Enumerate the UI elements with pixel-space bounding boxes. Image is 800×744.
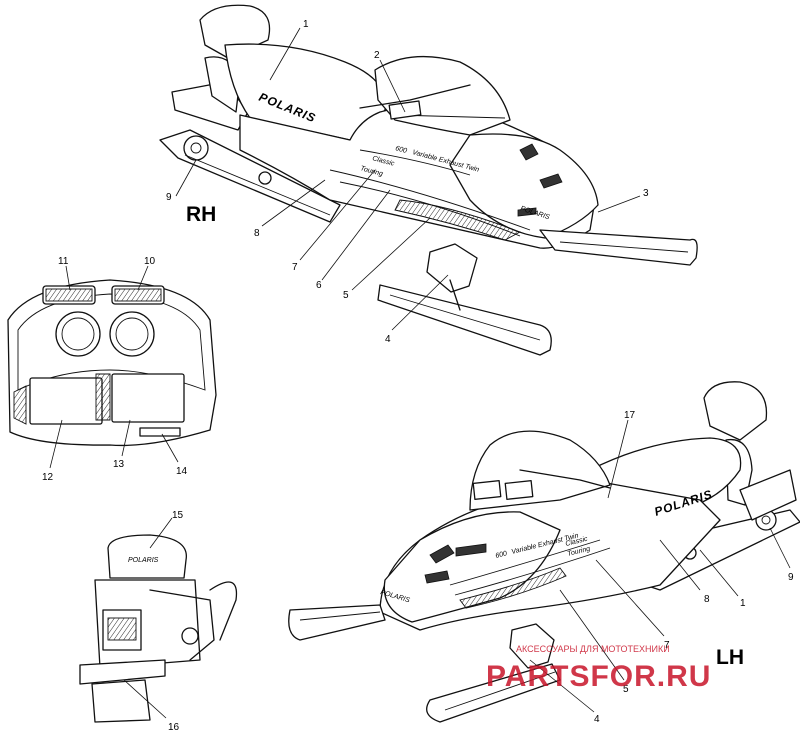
right-hand-view-label: RH xyxy=(186,203,216,226)
lh-callout: 7 xyxy=(664,640,670,651)
console-callout: 13 xyxy=(113,459,125,470)
console-callout: 10 xyxy=(144,256,156,267)
rear-callout: 15 xyxy=(172,510,184,521)
rh-callout: 8 xyxy=(254,228,260,239)
rear-callout: 16 xyxy=(168,722,180,733)
watermark-domain: PARTSFOR.RU xyxy=(486,660,711,693)
watermark-tagline: АКСЕССУАРЫ ДЛЯ МОТОТЕХНИКИ xyxy=(516,644,670,654)
rear-seat-detail: POLARIS xyxy=(79,534,238,723)
rh-callout: 5 xyxy=(343,290,349,301)
console-leader-lines xyxy=(49,265,179,469)
rh-leader-lines xyxy=(175,27,641,331)
rh-callout: 2 xyxy=(374,50,380,61)
lh-callout: 17 xyxy=(624,410,636,421)
rh-callout: 3 xyxy=(643,188,649,199)
left-hand-view-label: LH xyxy=(716,646,744,669)
lh-callout: 1 xyxy=(740,598,746,609)
lh-callout: 8 xyxy=(704,594,710,605)
rh-callout: 4 xyxy=(385,334,391,345)
lh-callout: 4 xyxy=(594,714,600,725)
instrument-console-detail xyxy=(7,279,217,447)
snowmobile-left-side-view: POLARIS 600 Variable Exhaust Twin Classi… xyxy=(288,381,800,723)
console-callout: 14 xyxy=(176,466,188,477)
lh-model-decal: 600 xyxy=(495,550,508,560)
lh-callout: 9 xyxy=(788,572,794,583)
watermark-logo: АКСЕССУАРЫ ДЛЯ МОТОТЕХНИКИ PARTSFOR.RU xyxy=(486,644,711,693)
rh-callout: 9 xyxy=(166,192,172,203)
rh-callout: 6 xyxy=(316,280,322,291)
snowmobile-right-side-view: 600 Variable Exhaust Twin Classic Tourin… xyxy=(159,4,698,356)
rh-model-decal: 600 xyxy=(394,145,407,155)
console-callout: 11 xyxy=(58,256,69,267)
rear-leader-lines xyxy=(123,517,173,719)
lh-callout: 5 xyxy=(623,684,629,695)
console-callout: 12 xyxy=(42,472,54,483)
rear-backrest-brand: POLARIS xyxy=(128,557,159,564)
rh-callout: 1 xyxy=(303,19,309,30)
lh-leader-lines xyxy=(529,419,791,713)
rh-callout: 7 xyxy=(292,262,298,273)
